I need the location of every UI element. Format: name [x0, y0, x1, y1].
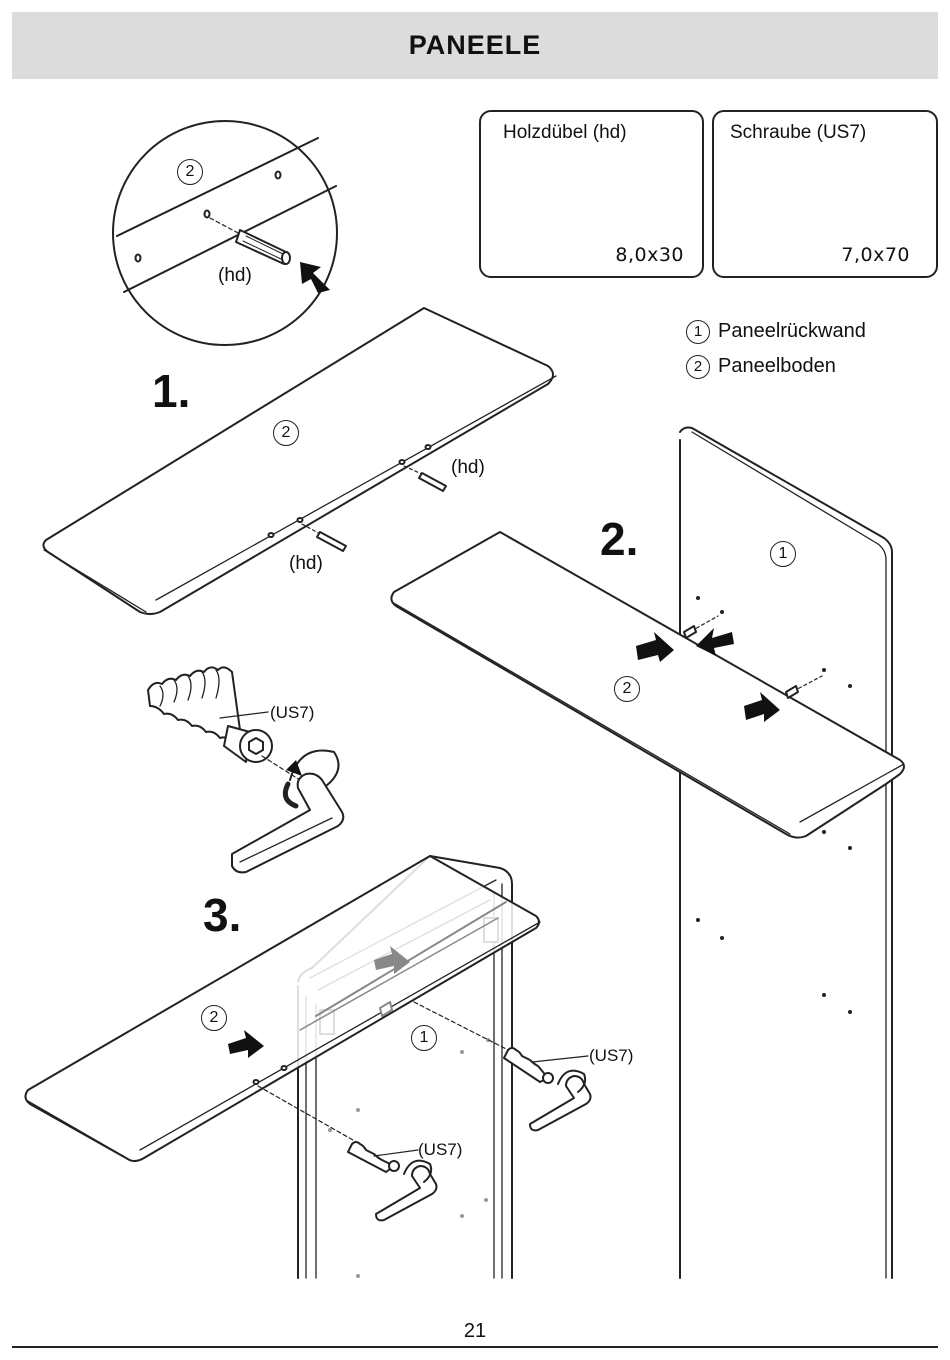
callout-2-step2: 2: [614, 676, 640, 702]
part-size: 8,0x30: [615, 244, 684, 266]
legend-number: 1: [686, 320, 710, 344]
callout-2-step3: 2: [201, 1005, 227, 1031]
legend-label: Paneelboden: [718, 349, 836, 384]
step-2-label: 2.: [600, 512, 638, 566]
callout-1-step3: 1: [411, 1025, 437, 1051]
callout-2-detail: 2: [177, 159, 203, 185]
legend-label: Paneelrückwand: [718, 314, 866, 349]
dowel-icon: [236, 230, 290, 264]
part-box-screw: Schraube (US7) 7,0x70: [712, 110, 938, 278]
part-box-dowel: Holzdübel (hd) 8,0x30: [479, 110, 704, 278]
legend-item: 2 Paneelboden: [686, 349, 866, 384]
part-name: Schraube (US7): [730, 122, 866, 144]
detail-magnifier: [113, 121, 337, 345]
page-number: 21: [0, 1320, 950, 1343]
label-us7-left: (US7): [418, 1140, 462, 1160]
label-hd-detail: (hd): [218, 265, 252, 287]
legend-number: 2: [686, 355, 710, 379]
step-3-label: 3.: [203, 888, 241, 942]
push-arrow-icon: [300, 262, 330, 293]
label-hd-right: (hd): [451, 457, 485, 479]
screw-with-allen-key: [148, 667, 343, 872]
step-1-label: 1.: [152, 364, 190, 418]
label-us7-key: (US7): [270, 703, 314, 723]
label-hd-left: (hd): [289, 553, 323, 575]
label-us7-right: (US7): [589, 1046, 633, 1066]
part-name: Holzdübel (hd): [503, 122, 627, 144]
callout-2-step1: 2: [273, 420, 299, 446]
legend-item: 1 Paneelrückwand: [686, 314, 866, 349]
callout-1-step2: 1: [770, 541, 796, 567]
part-size: 7,0x70: [841, 244, 910, 266]
footer-divider: [12, 1346, 938, 1348]
parts-legend: 1 Paneelrückwand 2 Paneelboden: [686, 314, 866, 384]
rotate-arrow-icon: [286, 760, 302, 776]
